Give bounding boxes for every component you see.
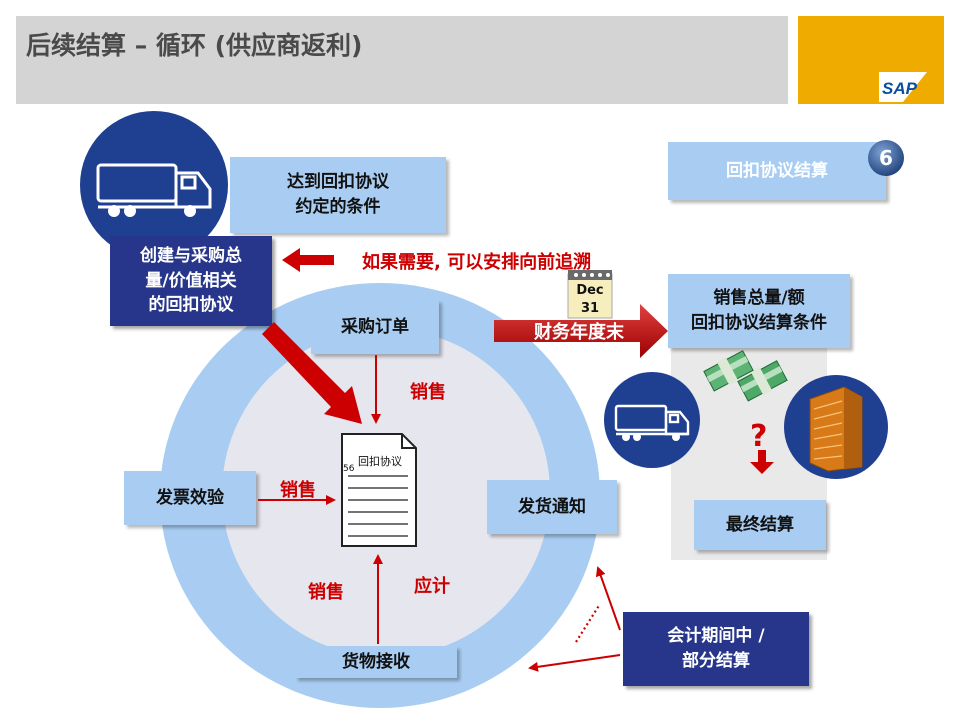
goods-receipt-box: 货物接收	[295, 646, 457, 678]
period-dotted-line	[575, 603, 601, 643]
create-line-3: 的回扣协议	[148, 295, 234, 316]
number-badge-icon	[868, 140, 904, 176]
sales-label-left: 销售	[280, 480, 316, 501]
truck-icon	[96, 163, 212, 217]
document-icon	[341, 433, 417, 547]
period-to-delivery-arrow	[595, 566, 621, 631]
badge-number: 6	[879, 146, 893, 170]
condition-line-1: 达到回扣协议	[287, 172, 389, 193]
create-agreement-box: 创建与采购总 量/价值相关 的回扣协议	[110, 236, 272, 326]
document-number: 56	[343, 464, 355, 474]
retro-arrow	[282, 248, 334, 272]
calendar-day: 31	[580, 301, 600, 316]
invoice-verification-label: 发票效验	[156, 487, 224, 508]
create-line-2: 量/价值相关	[145, 270, 237, 291]
sales-volume-line-1: 销售总量/额	[713, 288, 805, 309]
logo-tile	[798, 16, 944, 104]
period-to-receipt-arrow	[528, 654, 621, 672]
svg-text:?: ?	[750, 419, 767, 454]
period-line-1: 会计期间中 /	[667, 626, 765, 647]
sap-logo-text: SAP	[882, 79, 918, 98]
document-title: 回扣协议	[358, 455, 402, 468]
delivery-notice-label: 发货通知	[518, 496, 586, 517]
final-settlement-label: 最终结算	[726, 514, 794, 535]
condition-line-2: 约定的条件	[295, 197, 381, 217]
truck-circle	[80, 111, 228, 259]
truck-circle-small	[604, 372, 700, 468]
building-icon	[809, 386, 863, 472]
accrual-label: 应计	[414, 576, 450, 597]
sales-volume-line-2: 回扣协议结算条件	[691, 313, 827, 333]
period-line-2: 部分结算	[681, 651, 750, 671]
sales-label-bottom: 销售	[308, 582, 344, 603]
question-icon: ?	[750, 419, 774, 474]
title-bar	[16, 16, 788, 104]
calendar-month: Dec	[576, 283, 604, 298]
period-settlement-box: 会计期间中 / 部分结算	[623, 612, 809, 686]
rebate-settlement-box: 回扣协议结算	[668, 142, 886, 200]
invoice-verification-box: 发票效验	[124, 471, 256, 525]
building-circle	[784, 375, 888, 479]
purchase-order-box: 采购订单	[311, 300, 439, 354]
fiscal-year-end-label: 财务年度末	[534, 322, 624, 343]
sales-label-top: 销售	[410, 382, 446, 403]
sales-volume-box: 销售总量/额 回扣协议结算条件	[668, 274, 850, 348]
condition-box: 达到回扣协议 约定的条件	[230, 157, 446, 233]
page-title: 后续结算 – 循环 (供应商返利)	[26, 31, 363, 60]
truck-icon	[614, 404, 690, 441]
retro-note: 如果需要, 可以安排向前追溯	[362, 252, 592, 273]
sap-logo: SAP	[879, 72, 927, 102]
goods-receipt-label: 货物接收	[342, 651, 410, 672]
purchase-order-label: 采购订单	[341, 316, 409, 337]
delivery-notice-box: 发货通知	[487, 480, 617, 534]
rebate-settlement-label: 回扣协议结算	[726, 160, 828, 181]
final-settlement-box: 最终结算	[694, 500, 826, 550]
money-icon	[703, 350, 788, 402]
create-line-1: 创建与采购总	[140, 246, 242, 267]
